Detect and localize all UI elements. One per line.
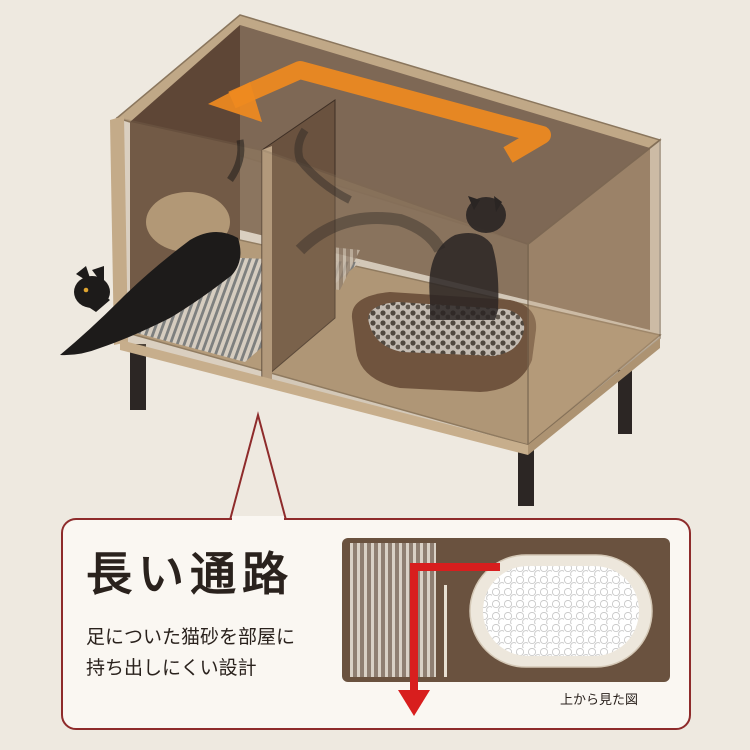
cabinet-leg: [618, 370, 632, 434]
diagram-passage: [436, 555, 450, 675]
front-bottom-edge: [120, 340, 528, 455]
cabinet-divider-edge: [262, 146, 272, 380]
top-view-diagram: [342, 538, 670, 682]
diagram-litter: [483, 566, 639, 656]
front-bottom-edge-right: [528, 338, 660, 455]
diagram-caption: 上から見た図: [560, 693, 639, 708]
orange-route-arrow: [208, 61, 551, 163]
description-line-2: 持ち出しにくい設計: [86, 657, 257, 679]
black-cat-sitting: [294, 127, 506, 320]
callout-pointer: [229, 411, 287, 521]
cabinet-leg: [130, 344, 146, 410]
red-route-arrow: [398, 563, 500, 716]
black-cat-jumping: [60, 139, 245, 356]
litter-cabinet: [110, 14, 662, 506]
cabinet-leg: [518, 440, 534, 506]
diagram-divider: [444, 585, 447, 677]
description-line-1: 足についた猫砂を部屋に: [86, 626, 296, 648]
callout-description: 足についた猫砂を部屋に 持ち出しにくい設計: [86, 622, 295, 684]
front-edge: [110, 116, 128, 345]
callout-title: 長い通路: [86, 547, 294, 601]
